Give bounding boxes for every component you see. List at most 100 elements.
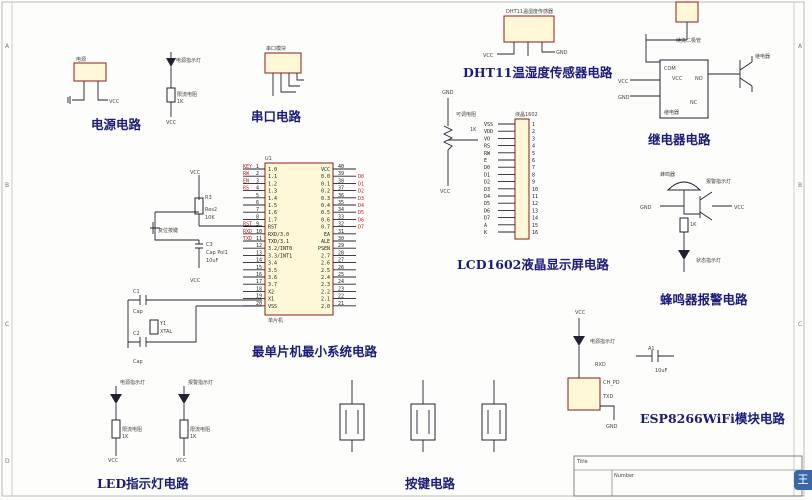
reset-key-label: 复位按键 xyxy=(158,227,178,234)
mcu-right-pin-name: 0.1 xyxy=(321,181,330,187)
mcu-left-pin-number: 15 xyxy=(256,265,262,271)
lcd-pin-name: VDD xyxy=(484,129,493,135)
esp-vcc-label: VCC xyxy=(575,310,586,316)
dht11-sensor xyxy=(503,15,555,43)
mcu-left-pin-name: 3.4 xyxy=(268,261,277,267)
mcu-right-pin-name: 0.2 xyxy=(321,189,330,195)
mcu-right-pin-number: 36 xyxy=(338,193,344,199)
buzzer-label: 蜂鸣器 xyxy=(660,171,675,178)
buzzer-resistor xyxy=(679,217,689,233)
lcd-pin-number: 1 xyxy=(532,122,535,128)
esp-a1-value: 10uF xyxy=(655,368,668,374)
power-led-resistor-value: 1K xyxy=(177,99,184,105)
zone-label-c-right: C xyxy=(798,321,802,328)
lcd-pin-name: D5 xyxy=(484,201,490,207)
mcu-right-net-label: D6 xyxy=(358,217,364,223)
power-led-resistor-label: 限流电阻 xyxy=(177,91,197,98)
relay-s-pin: COM xyxy=(664,66,676,72)
mcu-right-pin-number: 32 xyxy=(338,222,344,228)
power-vcc-label: VCC xyxy=(109,99,120,105)
mcu-right-pin-number: 33 xyxy=(338,214,344,220)
corner-badge[interactable]: 王 xyxy=(794,470,812,490)
lcd-vcc-label: VCC xyxy=(440,189,451,195)
mcu-left-pin-number: 13 xyxy=(256,250,262,256)
crystal-symbol xyxy=(149,319,159,335)
mcu-left-pin-name: VSS xyxy=(268,304,277,310)
relay-diode-label: 续流二极管 xyxy=(676,37,701,44)
key2-switch xyxy=(410,403,436,441)
mcu-pins: 1.01KEY1.12RW1.23EN1.34RS1.451.561.671.7… xyxy=(243,164,364,310)
buzzer-led-label: 状态指示灯 xyxy=(696,257,721,264)
mcu-right-pin-name: VCC xyxy=(321,167,330,173)
mcu-left-pin-number: 1 xyxy=(256,164,259,170)
lcd-pin-name: VSS xyxy=(484,122,493,128)
mcu-right-pin-number: 27 xyxy=(338,258,344,264)
mcu-left-pin-name: X1 xyxy=(268,297,274,303)
led1-vcc-label: VCC xyxy=(108,458,119,464)
mcu-right-pin-name: 0.7 xyxy=(321,225,330,231)
lcd-pin-name: D4 xyxy=(484,194,490,200)
mcu-right-pin-number: 38 xyxy=(338,178,344,184)
mcu-right-pin-name: 2.4 xyxy=(321,275,330,281)
led-indicator-circuit: 电源指示灯 限流电阻 1K VCC 报警指示灯 限流电阻 1K VCC LED指… xyxy=(97,379,213,491)
power-led-resistor xyxy=(166,87,176,103)
led2-resistor xyxy=(179,419,189,439)
title-buzzer-circuit: 蜂鸣器报警电路 xyxy=(660,292,748,307)
xtal-label: XTAL xyxy=(160,329,172,335)
mcu-left-pin-name: 1.2 xyxy=(268,181,277,187)
mcu-left-pin-name: 1.3 xyxy=(268,189,277,195)
mcu-right-net-label: D7 xyxy=(358,225,364,231)
mcu-body xyxy=(264,162,334,316)
title-block-title: Title xyxy=(576,459,588,465)
led2-vcc-label: VCC xyxy=(176,458,187,464)
lcd-part-label: 液晶1602 xyxy=(515,111,538,118)
lcd-pin-number: 5 xyxy=(532,151,535,157)
relay-left-gnd: GND xyxy=(618,95,630,101)
reset-resistor xyxy=(194,197,204,215)
mcu-right-pin-number: 24 xyxy=(338,279,344,285)
title-mcu-circuit: 最单片机最小系统电路 xyxy=(252,344,378,359)
mcu-left-pin-name: 1.6 xyxy=(268,210,277,216)
mcu-right-pin-number: 21 xyxy=(338,301,344,307)
mcu-left-net-label: RST xyxy=(243,222,252,228)
mcu-right-pin-number: 25 xyxy=(338,272,344,278)
mcu-right-pin-name: 0.4 xyxy=(321,203,330,209)
relay-output-label: 继电器 xyxy=(755,53,770,60)
led2-resistor-value: 1K xyxy=(190,434,197,440)
lcd-connector xyxy=(514,118,530,240)
mcu-right-pin-name: EA xyxy=(324,232,330,238)
lcd-pot-value: 1K xyxy=(470,127,477,133)
mcu-left-pin-name: 3.2/INT0 xyxy=(268,246,292,252)
relay-r-pin: NC xyxy=(690,100,698,106)
buzzer-resistor-label: 1K xyxy=(690,222,697,228)
mcu-ref: U1 xyxy=(265,156,272,162)
esp-rxd-label: RXD xyxy=(595,362,606,368)
lcd-pin-name: D2 xyxy=(484,180,490,186)
lcd-pin-number: 2 xyxy=(532,129,535,135)
power-led-label: 电源指示灯 xyxy=(176,57,201,64)
mcu-left-pin-number: 20 xyxy=(256,301,262,307)
dht11-gnd-label: GND xyxy=(556,50,568,56)
mcu-left-pin-number: 7 xyxy=(256,207,259,213)
title-power-circuit: 电源电路 xyxy=(91,117,142,132)
reset-circuit: R3 Res2 10K VCC 复位按键 C3 Cap Pol1 10uF VC… xyxy=(150,170,262,284)
mcu-right-pin-number: 23 xyxy=(338,286,344,292)
serial-connector xyxy=(264,52,302,74)
led2-label: 报警指示灯 xyxy=(188,379,213,386)
esp-chpd-label: CH_PD xyxy=(603,380,620,386)
lcd-pin-name: D7 xyxy=(484,216,490,222)
title-block: Title Number xyxy=(573,455,803,497)
c2-cap-label: Cap xyxy=(133,359,143,365)
serial-connector-label: 串口模块 xyxy=(266,45,286,52)
mcu-right-pin-name: 2.1 xyxy=(321,297,330,303)
dht11-vcc-label: VCC xyxy=(483,53,494,59)
mcu-right-pin-number: 26 xyxy=(338,265,344,271)
mcu-left-pin-number: 12 xyxy=(256,243,262,249)
lcd-pin-number: 14 xyxy=(532,216,538,222)
title-lcd-circuit: LCD1602液晶显示屏电路 xyxy=(457,257,609,272)
mcu-right-pin-number: 28 xyxy=(338,250,344,256)
r3-res2-label: Res2 xyxy=(205,207,217,213)
reset-gnd-vcc-label: VCC xyxy=(190,278,201,284)
lcd-pin-number: 13 xyxy=(532,208,538,214)
